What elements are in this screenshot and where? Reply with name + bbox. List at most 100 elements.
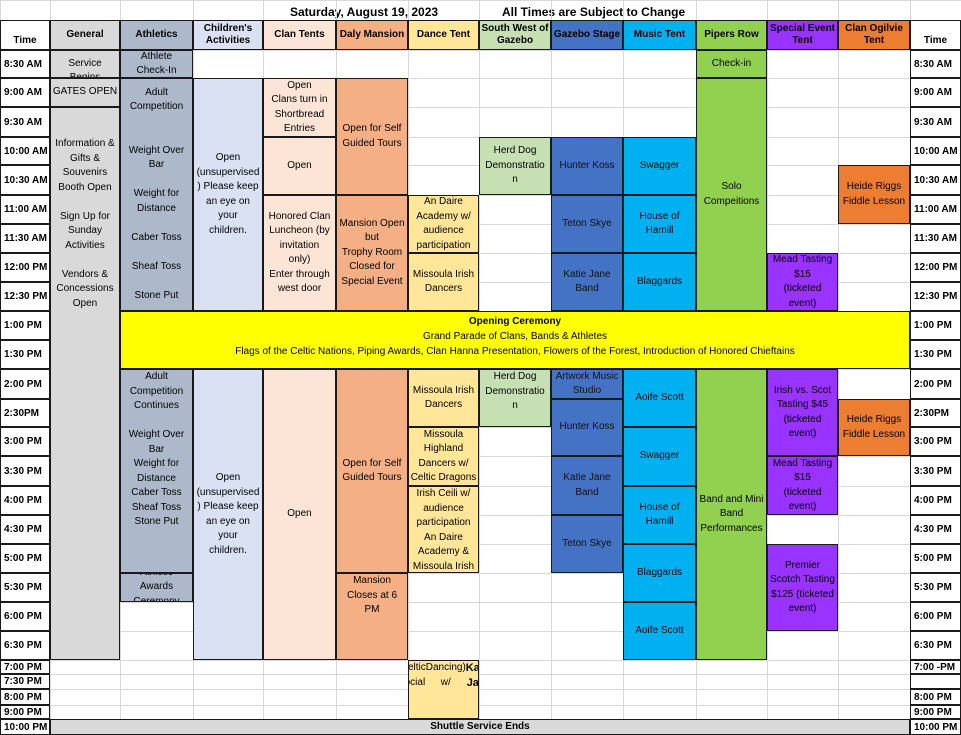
time-label-right: 11:00 AM — [910, 195, 961, 224]
time-label-left: 2:00 PM — [0, 369, 50, 399]
grid-line-h — [0, 674, 961, 675]
header-special-event-tent: Special Event Tent — [767, 20, 838, 50]
time-label-right: 2:30PM — [910, 399, 961, 427]
grid-line-h — [0, 486, 961, 487]
event-dance-tent: Free Ceilidh(Celtic SocialDancing) w/Kat… — [408, 660, 479, 719]
time-label-left: 12:00 PM — [0, 253, 50, 282]
grid-line-h — [0, 107, 961, 108]
time-label-right: 11:30 AM — [910, 224, 961, 253]
time-label-left: 4:30 PM — [0, 515, 50, 544]
grid-line-h — [0, 282, 961, 283]
ceremony-line2: Grand Parade of Clans, Bands & Athletes — [423, 331, 607, 342]
time-label-left: 8:30 AM — [0, 50, 50, 78]
event-special-event-tent: Irish vs. Scot Tasting $45 (ticketed eve… — [767, 369, 838, 456]
grid-line-h — [0, 660, 961, 661]
time-label-right — [910, 674, 961, 689]
time-label-left: 3:30 PM — [0, 456, 50, 486]
header-time: Time — [0, 20, 50, 50]
event-music-tent: Aoife Scott — [623, 602, 696, 660]
grid-line-h — [0, 195, 961, 196]
time-label-right: 10:00 PM — [910, 719, 961, 735]
header-time: Time — [910, 20, 961, 50]
grid-line-h — [0, 456, 961, 457]
time-label-left: 2:30PM — [0, 399, 50, 427]
event-text-line: Katie Jane — [465, 662, 479, 689]
grid-line-h — [0, 631, 961, 632]
time-label-right: 5:00 PM — [910, 544, 961, 573]
event-gazebo-stage: Artwork Music Studio — [551, 369, 623, 399]
event-gazebo-stage: Katie Jane Band — [551, 253, 623, 311]
time-label-right: 8:00 PM — [910, 689, 961, 705]
time-label-left: 5:00 PM — [0, 544, 50, 573]
header-pipers-row: Pipers Row — [696, 20, 767, 50]
event-music-tent: House of Hamill — [623, 195, 696, 253]
time-label-left: 9:00 PM — [0, 705, 50, 719]
time-label-right: 9:00 PM — [910, 705, 961, 719]
event-dance-tent: Irish Ceili w/ audience participation An… — [408, 486, 479, 573]
event-general: Shuttle Service Begins — [50, 50, 120, 78]
event-athletics: Athletic Awards Ceremony — [120, 573, 193, 602]
header-clan-tents: Clan Tents — [263, 20, 336, 50]
grid-line-h — [0, 705, 961, 706]
time-label-left: 1:00 PM — [0, 311, 50, 340]
time-label-right: 12:00 PM — [910, 253, 961, 282]
event-clan-tents: Open — [263, 137, 336, 195]
event-southwest-gazebo: Herd Dog Demonstratio n — [479, 137, 551, 195]
time-label-left: 9:30 AM — [0, 107, 50, 137]
event-dance-tent: An Daire Academy w/ audience participati… — [408, 195, 479, 253]
event-music-tent: Blaggards — [623, 544, 696, 602]
grid-line-h — [0, 427, 961, 428]
event-clan-tents: Open Clans turn in Shortbread Entries — [263, 78, 336, 137]
ceremony-line1: Opening Ceremony — [468, 316, 562, 327]
time-label-right: 10:00 AM — [910, 137, 961, 165]
time-label-right: 5:30 PM — [910, 573, 961, 602]
header-dance-tent: Dance Tent — [408, 20, 479, 50]
time-label-right: 2:00 PM — [910, 369, 961, 399]
event-special-event-tent: Mead Tasting $15 (ticketed event) — [767, 456, 838, 515]
time-label-left: 6:30 PM — [0, 631, 50, 660]
header-southwest-gazebo: South West of Gazebo — [479, 20, 551, 50]
event-athletics: Adult Competition Continues Weight Over … — [120, 369, 193, 573]
shuttle-service-ends-bar: Shuttle Service Ends — [50, 719, 910, 735]
grid-line-h — [0, 0, 961, 1]
schedule-date-title: Saturday, August 19, 2023 — [290, 5, 439, 19]
grid-line-h — [0, 602, 961, 603]
event-pipers-row: Solo Compeitions — [696, 78, 767, 311]
event-general: GATES OPEN — [50, 78, 120, 107]
event-clan-tents: Honored Clan Luncheon (by invitation onl… — [263, 195, 336, 311]
event-athletics: Athlete Check-In — [120, 50, 193, 78]
event-childrens: Open (unsupervised ) Please keep an eye … — [193, 369, 263, 660]
header-clan-ogilvie-tent: Clan Ogilvie Tent — [838, 20, 910, 50]
header-gazebo-stage: Gazebo Stage — [551, 20, 623, 50]
schedule-notice: All Times are Subject to Change — [502, 5, 686, 19]
grid-line-h — [0, 515, 961, 516]
event-clan-ogilvie-tent: Heide Riggs Fiddle Lesson — [838, 399, 910, 456]
event-general: Information & Gifts & Souvenirs Booth Op… — [50, 107, 120, 660]
event-daly-mansion: Mansion Closes at 6 PM — [336, 573, 408, 660]
event-daly-mansion: Mansion Open but Trophy Room Closed for … — [336, 195, 408, 311]
time-label-right: 6:00 PM — [910, 602, 961, 631]
time-label-left: 6:00 PM — [0, 602, 50, 631]
time-label-right: 9:00 AM — [910, 78, 961, 107]
ceremony-line3: Flags of the Celtic Nations, Piping Awar… — [235, 346, 795, 357]
header-general: General — [50, 20, 120, 50]
time-label-right: 12:30 PM — [910, 282, 961, 311]
event-childrens: Open (unsupervised ) Please keep an eye … — [193, 78, 263, 311]
event-clan-tents: Open — [263, 369, 336, 660]
grid-line-h — [0, 50, 961, 51]
time-label-left: 10:00 AM — [0, 137, 50, 165]
event-pipers-row: Check-in — [696, 50, 767, 78]
time-label-right: 3:00 PM — [910, 427, 961, 456]
event-pipers-row: Band and Mini Band Performances — [696, 369, 767, 660]
event-gazebo-stage: Katie Jane Band — [551, 456, 623, 515]
event-music-tent: Swagger — [623, 427, 696, 486]
event-dance-tent: Missoula Irish Dancers — [408, 253, 479, 311]
time-label-right: 1:00 PM — [910, 311, 961, 340]
event-dance-tent: Missoula Highland Dancers w/ Celtic Drag… — [408, 427, 479, 486]
event-gazebo-stage: Hunter Koss — [551, 399, 623, 456]
event-music-tent: Swagger — [623, 137, 696, 195]
time-label-left: 7:00 PM — [0, 660, 50, 674]
event-gazebo-stage: Teton Skye — [551, 195, 623, 253]
time-label-left: 7:30 PM — [0, 674, 50, 689]
